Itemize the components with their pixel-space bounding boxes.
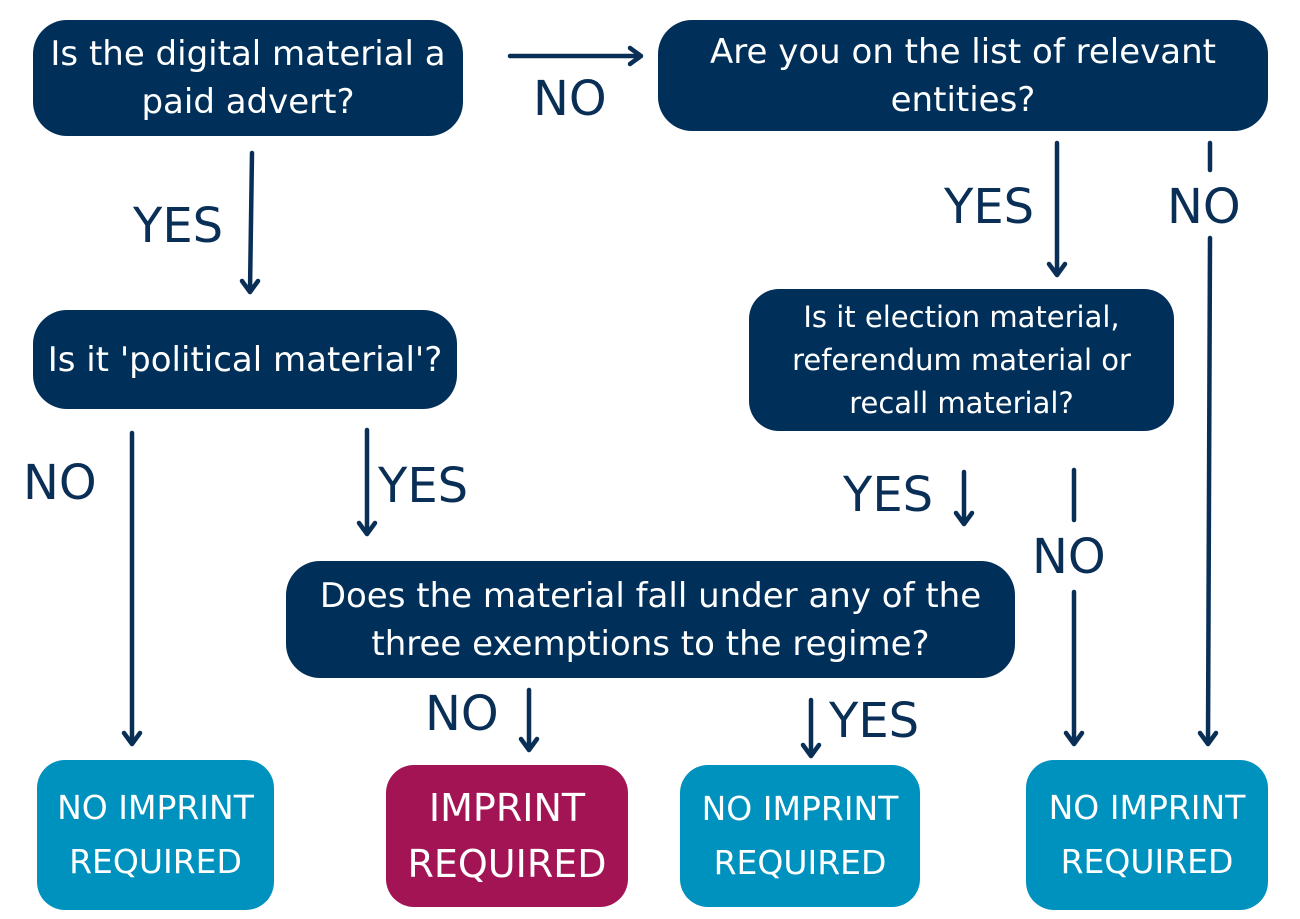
label-election-no: NO (1032, 529, 1106, 585)
arrow-political-to-exemptions (356, 427, 378, 537)
outcome-no-imprint-exemption: NO IMPRINT REQUIRED (680, 765, 920, 907)
question-relevant-entities: Are you on the list of relevant entities… (658, 20, 1268, 131)
arrow-advert-to-entities (507, 45, 644, 67)
question-political-material: Is it 'political material'? (33, 310, 457, 409)
label-entities-no: NO (1167, 179, 1241, 235)
question-exemptions: Does the material fall under any of the … (286, 561, 1015, 678)
arrow-election-to-no-imprint (1063, 467, 1085, 747)
arrow-advert-to-political (239, 150, 261, 295)
label-political-no: NO (23, 455, 97, 511)
label-advert-no: NO (533, 71, 607, 127)
arrow-election-to-exemptions (953, 469, 975, 527)
label-advert-yes: YES (133, 198, 224, 254)
arrow-exemptions-to-imprint (518, 687, 540, 753)
question-paid-advert: Is the digital material a paid advert? (33, 20, 463, 136)
label-exemptions-yes: YES (829, 693, 920, 749)
label-election-yes: YES (843, 467, 934, 523)
label-exemptions-no: NO (425, 686, 499, 742)
arrow-entities-to-election (1046, 140, 1068, 278)
outcome-no-imprint-entities: NO IMPRINT REQUIRED (1026, 760, 1268, 910)
outcome-no-imprint-political: NO IMPRINT REQUIRED (37, 760, 274, 910)
label-political-yes: YES (378, 458, 469, 514)
outcome-imprint-required: IMPRINT REQUIRED (386, 765, 628, 907)
label-entities-yes: YES (944, 179, 1035, 235)
arrow-exemptions-to-no-imprint (800, 697, 822, 759)
arrow-entities-to-no-imprint (1197, 140, 1219, 747)
question-election-material: Is it election material, referendum mate… (749, 289, 1174, 431)
arrow-political-to-no-imprint (121, 430, 143, 747)
